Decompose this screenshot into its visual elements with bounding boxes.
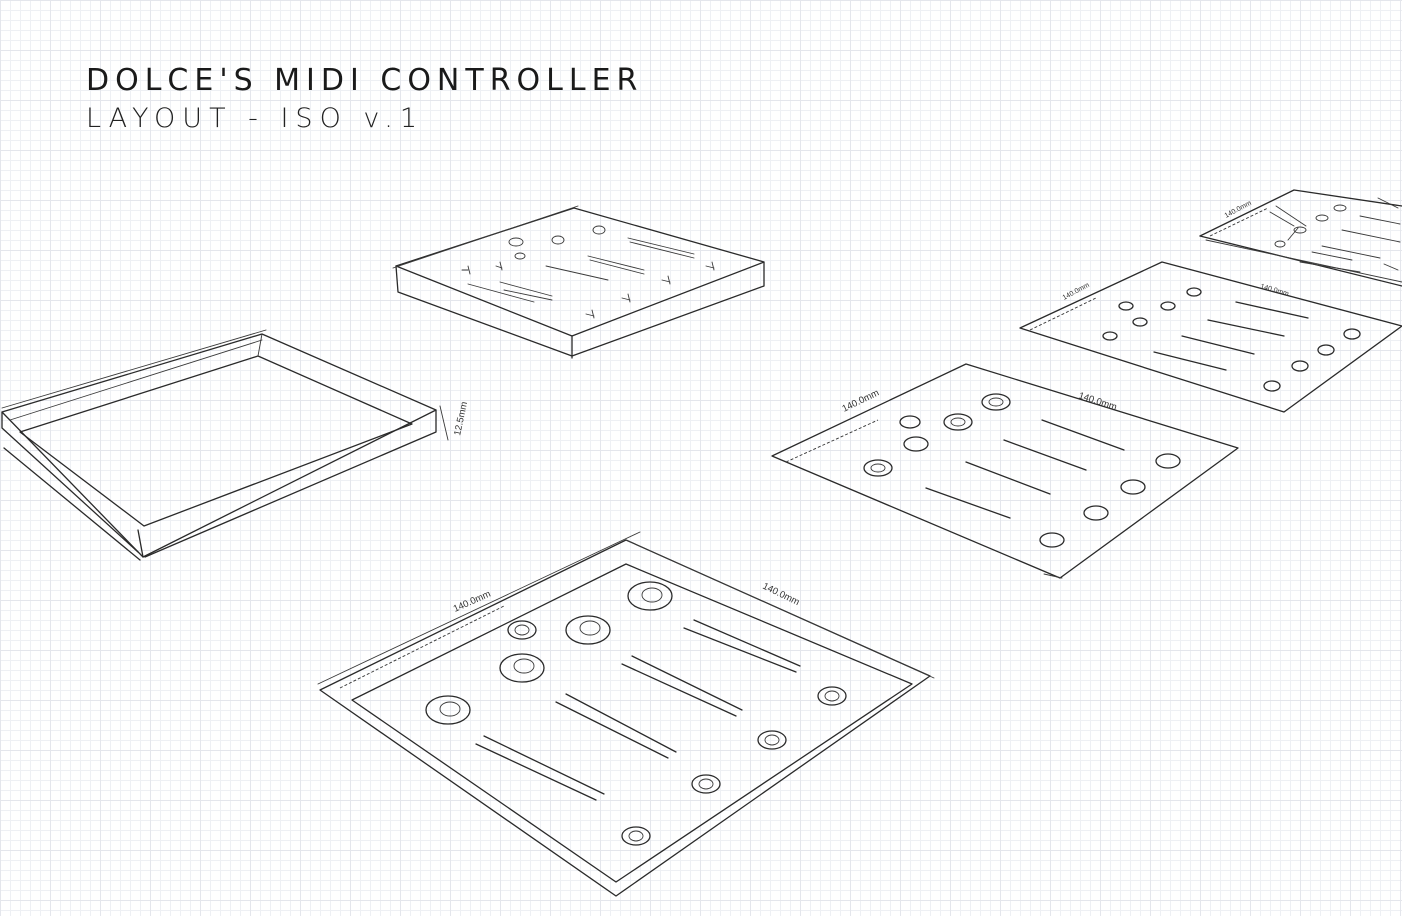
panel-small-sketch: 140.0mm <box>1199 189 1402 287</box>
page-title: DOLCE'S MIDI CONTROLLER <box>86 63 644 98</box>
lid-sketch <box>392 205 765 359</box>
title-block: DOLCE'S MIDI CONTROLLER LAYOUT - ISO v.1 <box>86 62 643 138</box>
main-panel-sketch: 140.0mm 140.0mm <box>317 531 935 897</box>
panel3-width-label: 140.0mm <box>1062 282 1091 302</box>
panel2-depth-label: 140.0mm <box>1077 390 1118 413</box>
panel-upper-sketch: 140.0mm 140.0mm <box>1019 261 1402 413</box>
tray-height-label: 12.5mm <box>452 401 470 437</box>
panel2-width-label: 140.0mm <box>840 387 880 414</box>
panel3-depth-label: 140.0mm <box>1259 283 1289 298</box>
empty-tray-sketch: 12.5mm <box>1 329 470 561</box>
depth-dim-label: 140.0mm <box>761 581 801 608</box>
panel-mid-sketch: 140.0mm 140.0mm <box>771 363 1239 579</box>
page-subtitle: LAYOUT - ISO v.1 <box>86 103 425 134</box>
